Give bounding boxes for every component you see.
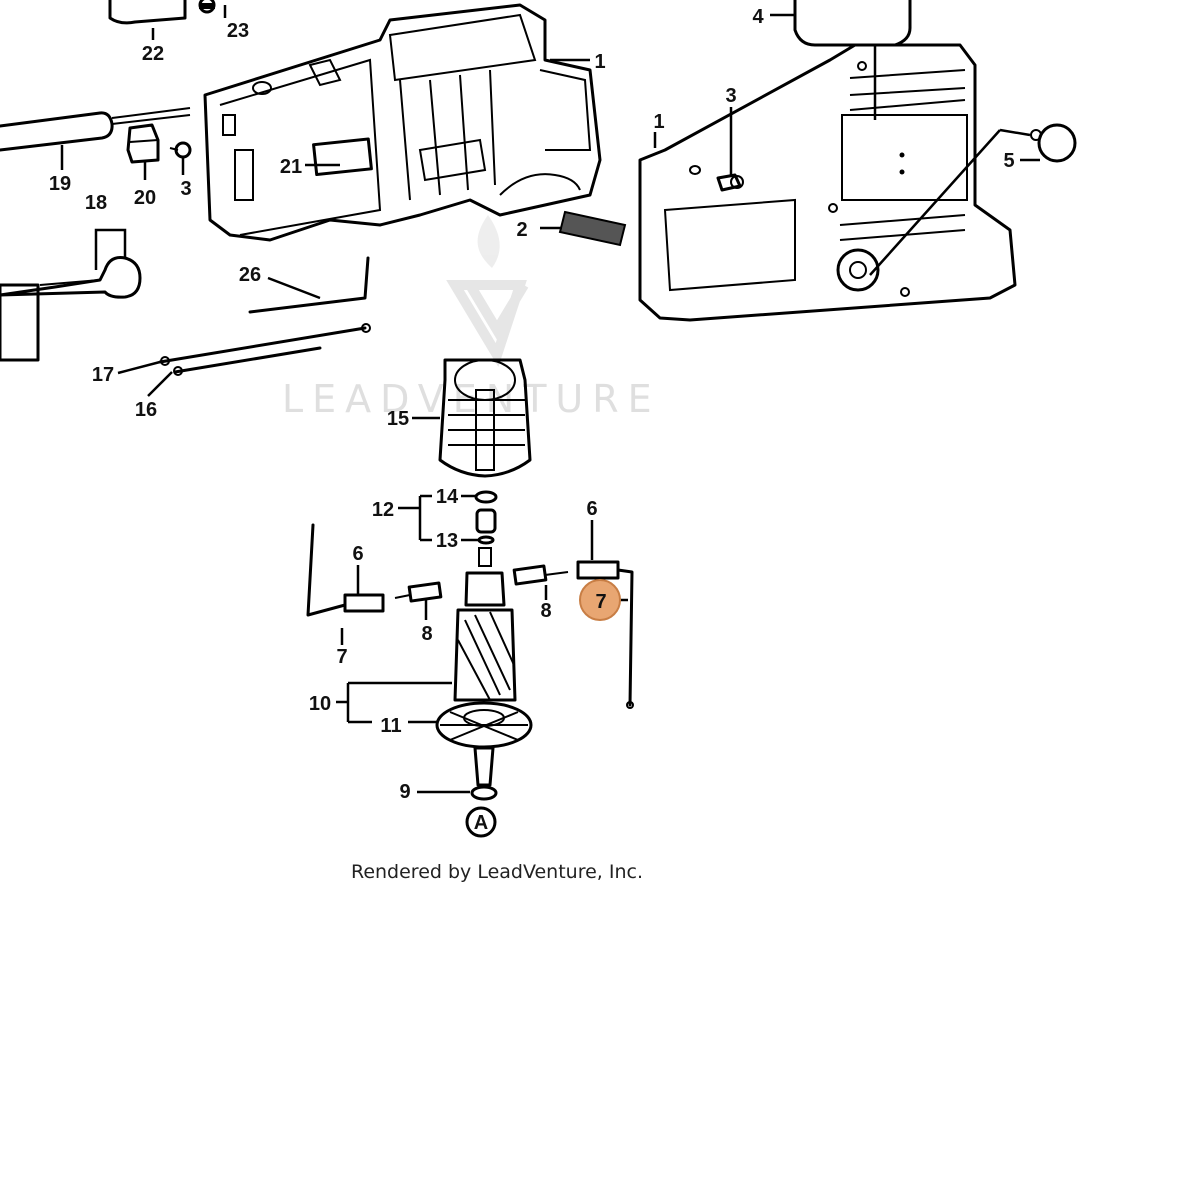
- label-14: 14: [436, 486, 459, 508]
- part-3-screw-right: [689, 165, 744, 192]
- label-12: 12: [372, 499, 394, 521]
- label-6-right: 6: [586, 498, 597, 520]
- part-15-field-coil: [438, 358, 532, 478]
- label-22: 22: [142, 43, 164, 65]
- label-4: 4: [752, 6, 764, 28]
- label-15: 15: [387, 408, 409, 430]
- part-18-cord-assembly: [0, 256, 142, 362]
- label-6-left: 6: [352, 543, 363, 565]
- label-19: 19: [49, 173, 71, 195]
- part-6-brush-holder-left: [343, 593, 385, 613]
- label-26: 26: [239, 264, 261, 286]
- label-9: 9: [399, 781, 410, 803]
- label-7-right[interactable]: 7: [595, 591, 606, 613]
- label-13: 13: [436, 530, 458, 552]
- part-a-reference: A: [465, 806, 497, 838]
- part-14-washer: [474, 490, 498, 504]
- part-7-highlight-marker[interactable]: [579, 579, 621, 621]
- render-credit-caption: Rendered by LeadVenture, Inc.: [351, 861, 643, 883]
- leader-lines: [60, 5, 1040, 794]
- part-6-brush-holder-right: [576, 560, 620, 580]
- part-19-cord-sleeve: [0, 107, 191, 152]
- label-16: 16: [135, 399, 157, 421]
- label-23: 23: [227, 20, 249, 42]
- part-8-brush-left: [394, 581, 443, 603]
- part-10-armature: [453, 547, 517, 702]
- part-22-block: [108, 0, 187, 25]
- part-26-wire: [248, 256, 370, 314]
- label-1-left: 1: [594, 51, 605, 73]
- label-21: 21: [280, 156, 302, 178]
- label-a: A: [474, 812, 488, 834]
- part-13-ring: [477, 535, 495, 545]
- part-11-gear: [435, 701, 533, 787]
- label-17: 17: [92, 364, 114, 386]
- leadventure-watermark: LEADVENTURE: [282, 215, 652, 421]
- part-4-plate: [793, 0, 912, 47]
- label-8-left: 8: [421, 623, 432, 645]
- label-3-right: 3: [725, 85, 736, 107]
- part-7-lead-right: [616, 568, 634, 709]
- label-18: 18: [85, 192, 107, 214]
- part-16-wire: [173, 346, 322, 376]
- label-10: 10: [309, 693, 331, 715]
- label-20: 20: [134, 187, 156, 209]
- part-20-clamp: [126, 123, 160, 164]
- label-8-right: 8: [540, 600, 551, 622]
- part-1-housing-left: [203, 3, 602, 242]
- part-1-housing-right: [638, 43, 1017, 322]
- part-7-lead-left: [306, 523, 347, 617]
- label-3-left: 3: [180, 178, 191, 200]
- part-23-screw: [198, 0, 216, 14]
- part-8-brush-right: [512, 564, 569, 586]
- part-2-pad: [558, 210, 627, 247]
- label-2: 2: [516, 219, 527, 241]
- part-5-cap: [1030, 123, 1077, 163]
- part-17-wire: [158, 323, 371, 366]
- part-3-screw-left: [169, 141, 192, 159]
- part-9-washer: [470, 785, 498, 801]
- label-7-left: 7: [336, 646, 347, 668]
- label-5: 5: [1003, 150, 1014, 172]
- callout-labels: 22 23 1 1 4 3 5 2 21 19 20 3 18 26 17 16…: [49, 6, 1015, 803]
- label-1-right: 1: [653, 111, 664, 133]
- part-12-bearing: [475, 508, 497, 534]
- part-21-label: [312, 137, 373, 177]
- label-11: 11: [380, 715, 401, 737]
